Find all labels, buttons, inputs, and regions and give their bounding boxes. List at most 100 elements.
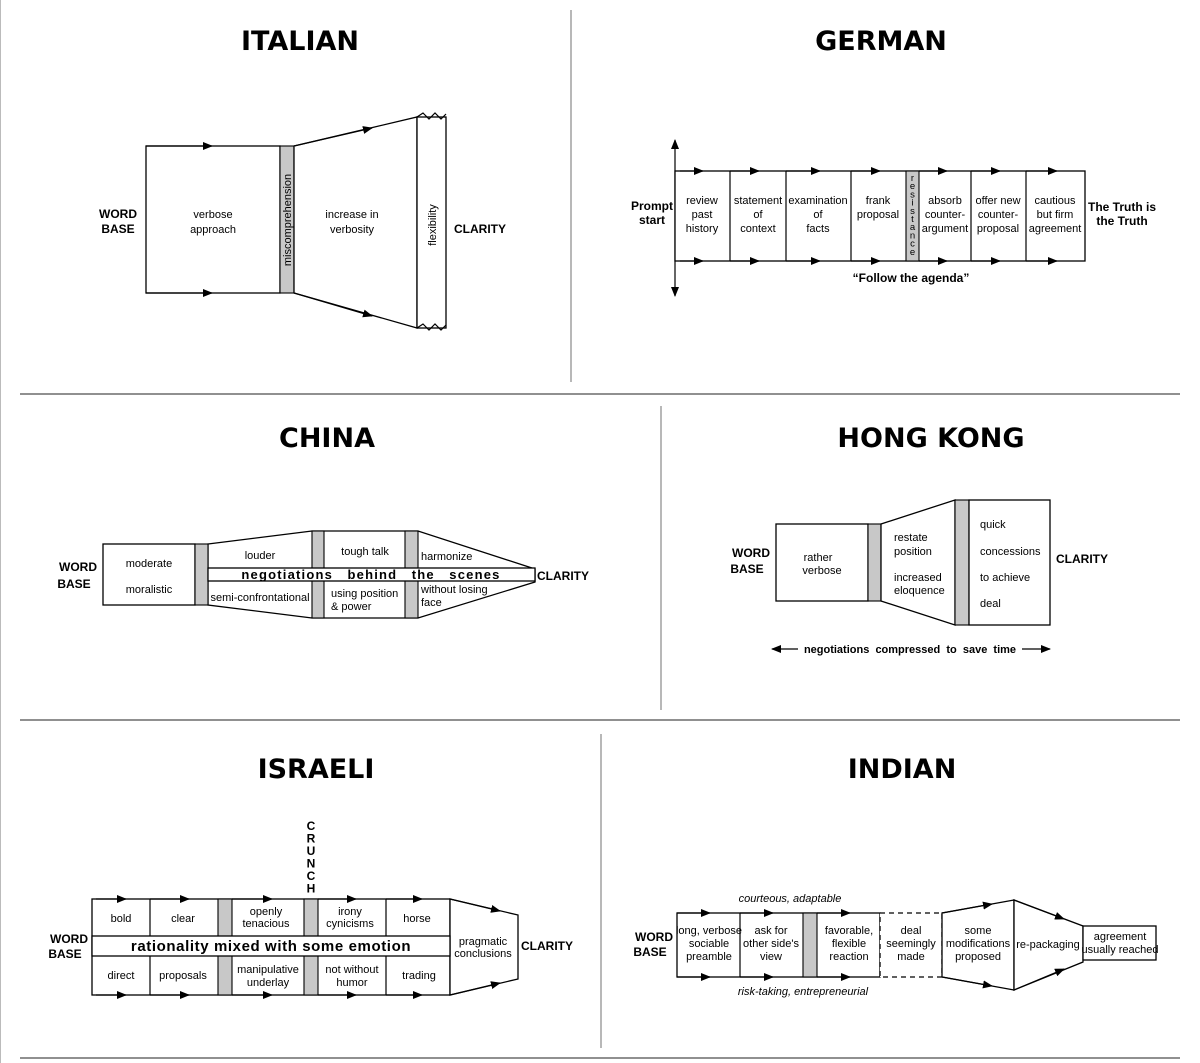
israeli-humor-text: humor [336,977,368,989]
china-harmonize-text: harmonize [421,551,472,563]
china-semi-text: semi-confrontational [210,592,309,604]
china-moderate-box [102,543,196,606]
israeli-crunch-letter: C [307,819,316,833]
israeli-crunch-letter: C [307,869,316,883]
hongkong-rather-text: rather [804,552,833,564]
hongkong-deal-text: deal [980,598,1001,610]
german-step-7-line-3: agreement [1029,223,1082,235]
german-resistance-bar [905,170,920,262]
china-louder-text: louder [245,550,276,562]
german-step-1-line-2: past [692,209,713,221]
italian-clarity-label: CLARITY [454,222,506,236]
german-step-2-line-3: context [740,223,775,235]
hongkong-increased-text: increased [894,572,942,584]
israeli-crunch-letter: N [307,857,316,871]
german-agenda-caption: “Follow the agenda” [853,271,970,285]
china-without-text: without losing [420,584,488,596]
israeli-pragmatic-text: pragmatic [459,936,508,948]
italian-flexibility-label: flexibility [427,204,439,246]
israeli-proposals-text: proposals [159,970,207,982]
german-step-4-line-2: proposal [857,209,899,221]
indian-modifications-text: modifications [946,938,1011,950]
hongkong-word-label: WORD [732,546,770,560]
german-step-2-line-1: statement [734,195,782,207]
israeli-not-without-text: not without [325,964,378,976]
italian-base-label: BASE [101,222,134,236]
german-title: GERMAN [815,26,947,57]
israeli-conclusions-text: conclusions [454,948,512,960]
german-resistance-letter: a [910,222,916,233]
indian-proposed-text: proposed [955,951,1001,963]
german-step-5-line-2: counter- [925,209,966,221]
italian-verbose-box [145,145,281,294]
hongkong-caption: negotiations compressed to save time [804,644,1016,656]
italian-miscomprehension-label: miscomprehension [282,174,294,266]
hongkong-panel: HONG KONG WORD BASE rather verbose resta… [730,423,1108,656]
german-step-6-line-2: counter- [978,209,1019,221]
german-resistance-letter: s [910,189,915,200]
italian-increase-text: increase in [325,209,378,221]
china-face-text: face [421,597,442,609]
china-bar-1 [194,543,209,606]
israeli-crunch-letter: H [307,882,316,896]
china-clarity-label: CLARITY [537,569,589,583]
german-resistance-letter: e [910,247,915,258]
italian-verbosity-trapezoid [293,116,418,329]
israeli-clarity-label: CLARITY [521,939,573,953]
german-step-5-line-1: absorb [928,195,962,207]
indian-risk-caption: risk-taking, entrepreneurial [738,986,869,998]
china-panel: CHINA WORD BASE moderate moralistic nego… [57,423,589,619]
hongkong-concessions-box [968,499,1051,626]
german-resistance-letter: t [911,214,914,225]
indian-long-text: long, verbose [676,925,742,937]
israeli-manipulative-text: manipulative [237,964,299,976]
indian-courteous-caption: courteous, adaptable [739,893,842,905]
china-title: CHINA [279,423,375,454]
hongkong-clarity-label: CLARITY [1056,552,1108,566]
german-step-1-line-1: review [686,195,718,207]
hongkong-restate-text: restate [894,532,928,544]
german-step-6-line-3: proposal [977,223,1019,235]
german-step-1-line-3: history [686,223,719,235]
german-step-3-line-1: examination [788,195,847,207]
israeli-bold-text: bold [111,913,132,925]
israeli-irony-text: irony [338,906,362,918]
indian-repackaging-text: re-packaging [1016,939,1080,951]
italian-approach-text: approach [190,224,236,236]
china-power-text: & power [331,601,372,613]
hongkong-bar-1 [867,523,882,602]
german-step-4-line-1: frank [866,195,891,207]
german-step-5-line-3: argument [922,223,968,235]
indian-word-label: WORD [635,930,673,944]
china-moderate-text: moderate [126,558,172,570]
german-step-labels: review past history statement of context exami… [686,195,1082,235]
china-band-text: negotiations behind the scenes [241,567,500,582]
china-word-label: WORD [59,560,97,574]
indian-sociable-text: sociable [689,938,729,950]
indian-title: INDIAN [848,754,957,785]
german-step-7-line-1: cautious [1035,195,1076,207]
indian-usually-reached-text: usually reached [1081,944,1158,956]
german-truth-line1: The Truth is [1088,200,1156,214]
israeli-tenacious-text: tenacious [242,918,290,930]
israeli-word-label: WORD [50,932,88,946]
china-behind-scenes-band [207,567,536,582]
german-resistance-letter: e [910,181,915,192]
israeli-emotion-band [91,935,451,957]
german-step-3-line-2: of [813,209,823,221]
israeli-crunch-letter: R [307,832,316,846]
israeli-horse-text: horse [403,913,431,925]
indian-base-label: BASE [633,945,666,959]
hongkong-achieve-text: to achieve [980,572,1030,584]
german-resistance-letter: c [910,239,915,250]
german-step-6-line-1: offer new [975,195,1020,207]
indian-reaction-text: reaction [829,951,868,963]
indian-agreement-text: agreement [1094,931,1147,943]
hongkong-quick-text: quick [980,519,1006,531]
hongkong-restate-trapezoid [880,499,956,626]
italian-panel: ITALIAN WORD BASE verbose approach misco… [99,26,506,331]
